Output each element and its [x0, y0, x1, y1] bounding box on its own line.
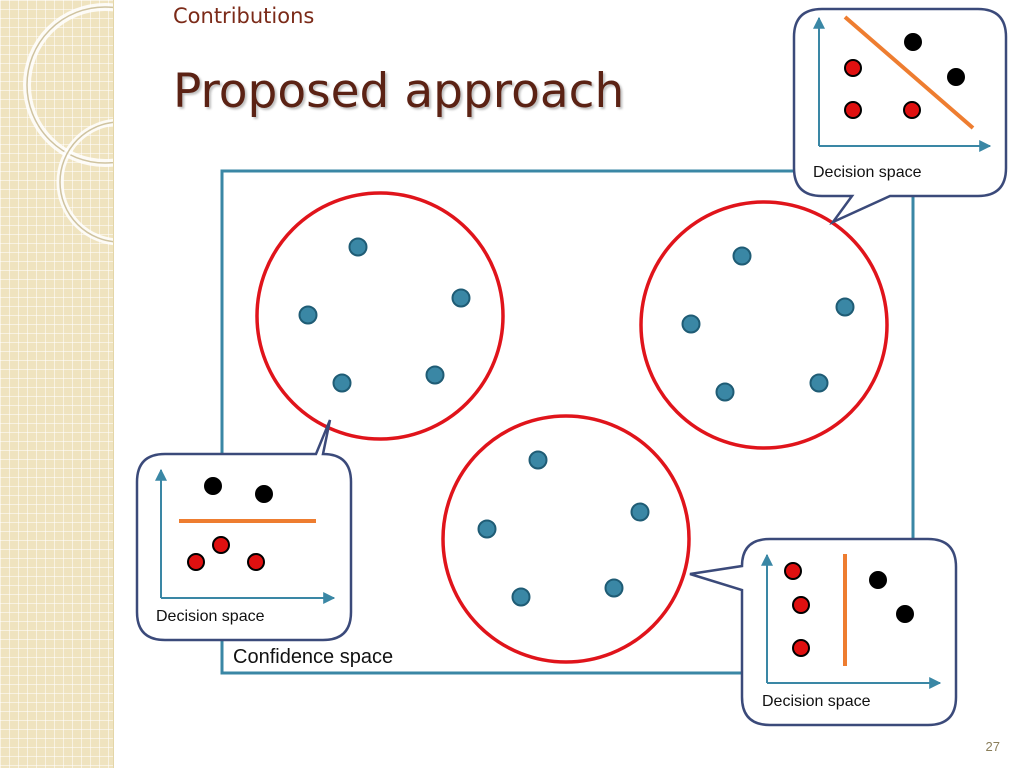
- confidence-point: [630, 502, 650, 522]
- confidence-point: [715, 382, 735, 402]
- red-sample-point: [784, 562, 802, 580]
- red-sample-point: [844, 101, 862, 119]
- decision-space-label: Decision space: [156, 608, 265, 625]
- confidence-point: [732, 246, 752, 266]
- red-sample-point: [844, 59, 862, 77]
- black-sample-point: [204, 477, 222, 495]
- confidence-point: [332, 373, 352, 393]
- confidence-point: [451, 288, 471, 308]
- decision-space-callout-bottom-right: Decision space: [689, 537, 958, 727]
- decision-boundary-diagonal: [843, 15, 975, 130]
- confidence-point: [425, 365, 445, 385]
- slide-title: Proposed approach: [173, 64, 625, 119]
- red-sample-point: [792, 596, 810, 614]
- confidence-space-frame: [220, 169, 915, 675]
- red-sample-point: [903, 101, 921, 119]
- decision-space-label: Decision space: [762, 693, 871, 710]
- black-sample-point: [896, 605, 914, 623]
- callout-bubble: [792, 7, 1008, 226]
- confidence-point: [681, 314, 701, 334]
- decorative-sidebar: [0, 0, 114, 768]
- confidence-point: [298, 305, 318, 325]
- confidence-point: [809, 373, 829, 393]
- cluster-top-right: [639, 200, 889, 450]
- decision-space-callout-top-right: Decision space: [792, 7, 1008, 226]
- slide-subtitle: Contributions: [173, 4, 315, 28]
- red-sample-point: [247, 553, 265, 571]
- red-sample-point: [187, 553, 205, 571]
- decision-space-callout-left: Decision space: [135, 419, 353, 642]
- black-sample-point: [869, 571, 887, 589]
- red-sample-point: [792, 639, 810, 657]
- confidence-point: [348, 237, 368, 257]
- red-sample-point: [212, 536, 230, 554]
- callout-bubble: [689, 537, 958, 727]
- black-sample-point: [904, 33, 922, 51]
- cluster-ring: [441, 414, 691, 664]
- cluster-top-left: [255, 191, 505, 441]
- confidence-point: [477, 519, 497, 539]
- sidebar-ring-ornament: [23, 3, 113, 246]
- cluster-ring: [639, 200, 889, 450]
- cluster-ring: [255, 191, 505, 441]
- confidence-point: [511, 587, 531, 607]
- confidence-space-label: Confidence space: [233, 646, 393, 668]
- cluster-bottom-center: [441, 414, 691, 664]
- black-sample-point: [255, 485, 273, 503]
- decision-space-label: Decision space: [813, 164, 922, 181]
- black-sample-point: [947, 68, 965, 86]
- confidence-point: [604, 578, 624, 598]
- confidence-point: [835, 297, 855, 317]
- callout-bubble: [135, 419, 353, 642]
- page-number: 27: [985, 739, 1000, 754]
- confidence-point: [528, 450, 548, 470]
